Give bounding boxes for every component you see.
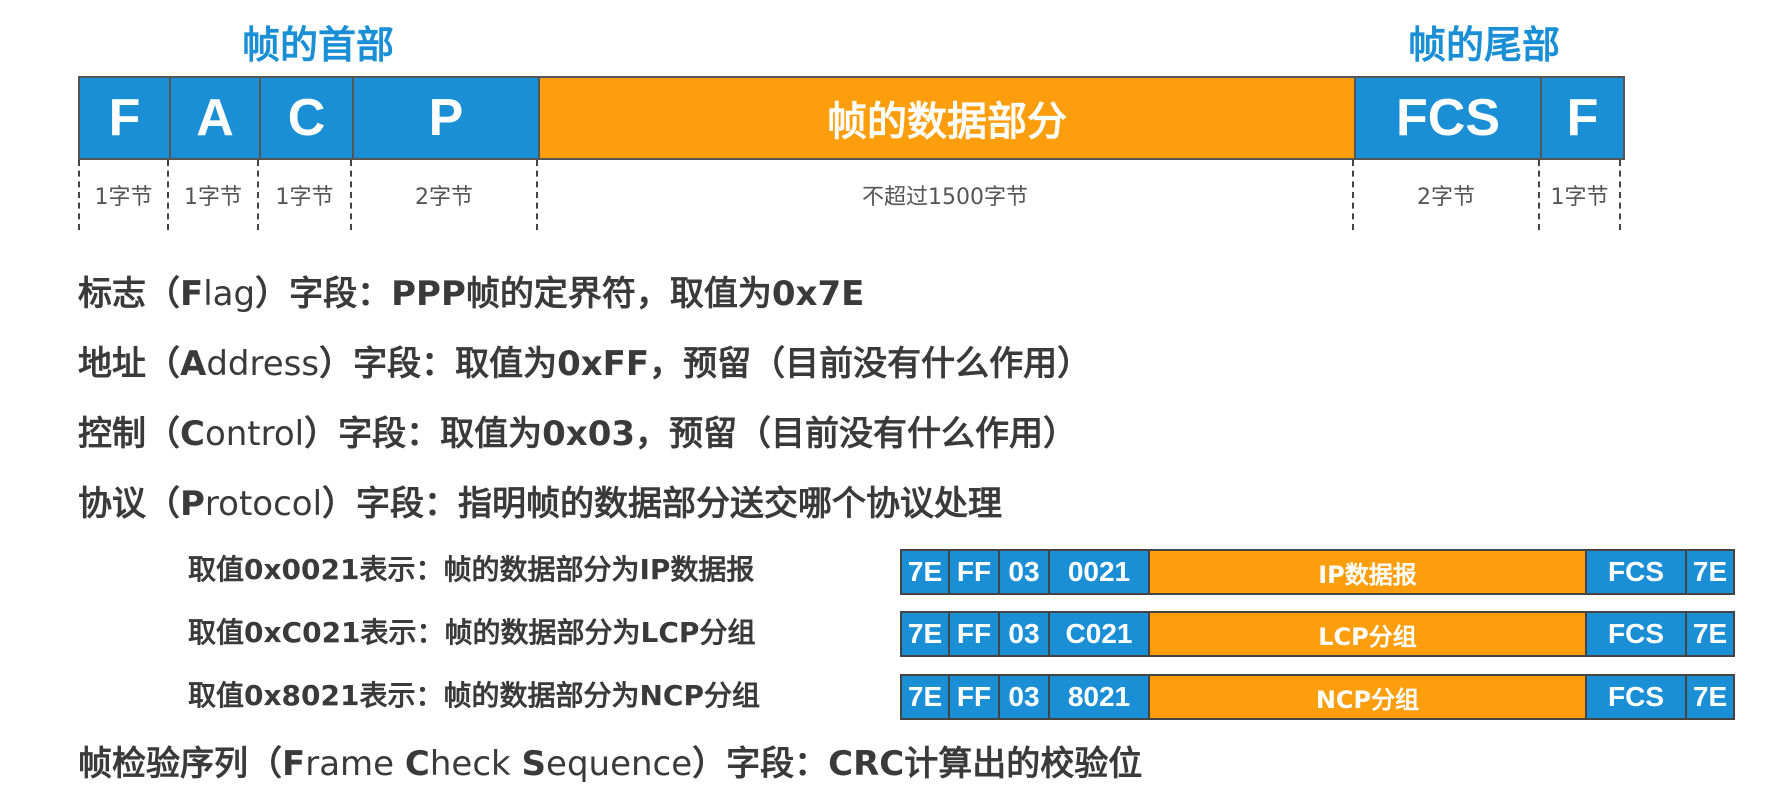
size-label-control: 1字节 xyxy=(259,160,352,230)
frame-tail-label: 帧的尾部 xyxy=(1407,23,1560,67)
protocol-value-lcp-text: 取值0xC021表示：帧的数据部分为LCP分组 xyxy=(188,616,756,649)
protocol-value-ip-text: 取值0x0021表示：帧的数据部分为IP数据报 xyxy=(188,553,755,586)
mini-cell: FF xyxy=(950,551,1000,593)
flag-desc-initial: F xyxy=(180,274,204,314)
size-label-fcs: 2字节 xyxy=(1354,160,1540,230)
frame-field-control: C xyxy=(261,78,354,158)
mini-cell: 7E xyxy=(1687,676,1733,718)
protocol-desc-suffix: ）字段：指明帧的数据部分送交哪个协议处理 xyxy=(322,484,1003,524)
mini-frame-ip: 7E FF 03 0021 IP数据报 FCS 7E xyxy=(900,549,1735,595)
frame-field-flag-start: F xyxy=(80,78,171,158)
frame-head-label: 帧的首部 xyxy=(241,23,394,67)
fcs-desc-w2-initial: C xyxy=(404,744,430,784)
fcs-desc-prefix: 帧检验序列（ xyxy=(78,744,282,784)
mini-cell-data: NCP分组 xyxy=(1150,676,1587,718)
protocol-desc-rest: rotocol xyxy=(204,484,323,524)
address-desc-initial: A xyxy=(180,344,207,384)
mini-cell: 7E xyxy=(1687,613,1733,655)
mini-cell: FF xyxy=(950,676,1000,718)
flag-desc-suffix: ）字段：PPP帧的定界符，取值为0x7E xyxy=(255,274,865,314)
mini-cell: C021 xyxy=(1050,613,1150,655)
mini-cell: 03 xyxy=(1000,676,1050,718)
protocol-desc-initial: P xyxy=(180,484,205,524)
mini-cell: 7E xyxy=(1687,551,1733,593)
flag-description: 标志（Flag）字段：PPP帧的定界符，取值为0x7E xyxy=(78,272,864,316)
control-desc-prefix: 控制（ xyxy=(78,414,180,454)
frame-field-protocol: P xyxy=(354,78,540,158)
fcs-desc-suffix: ）字段：CRC计算出的校验位 xyxy=(692,744,1143,784)
fcs-desc-w3-rest: equence xyxy=(546,744,693,784)
mini-frame-ncp: 7E FF 03 8021 NCP分组 FCS 7E xyxy=(900,674,1735,720)
protocol-desc-prefix: 协议（ xyxy=(78,484,180,524)
fcs-desc-w1-rest: rame xyxy=(305,744,405,784)
mini-cell: FCS xyxy=(1587,676,1687,718)
fcs-description: 帧检验序列（Frame Check Sequence）字段：CRC计算出的校验位 xyxy=(78,742,1142,786)
size-label-flag-end: 1字节 xyxy=(1540,160,1621,230)
fcs-desc-w3-initial: S xyxy=(521,744,547,784)
mini-cell-data: IP数据报 xyxy=(1150,551,1587,593)
fcs-desc-w1-initial: F xyxy=(282,744,306,784)
mini-cell: 8021 xyxy=(1050,676,1150,718)
frame-field-address: A xyxy=(171,78,261,158)
mini-cell: 7E xyxy=(902,551,950,593)
control-description: 控制（Control）字段：取值为0x03，预留（目前没有什么作用） xyxy=(78,412,1077,456)
frame-field-flag-end: F xyxy=(1542,78,1623,158)
size-label-protocol: 2字节 xyxy=(352,160,538,230)
flag-desc-prefix: 标志（ xyxy=(78,274,180,314)
frame-field-fcs: FCS xyxy=(1356,78,1542,158)
mini-cell: FCS xyxy=(1587,551,1687,593)
mini-cell-data: LCP分组 xyxy=(1150,613,1587,655)
mini-cell: 7E xyxy=(902,676,950,718)
protocol-value-ncp-text: 取值0x8021表示：帧的数据部分为NCP分组 xyxy=(188,679,760,712)
frame-field-data: 帧的数据部分 xyxy=(540,78,1356,158)
mini-cell: FCS xyxy=(1587,613,1687,655)
mini-cell: 03 xyxy=(1000,551,1050,593)
address-desc-rest: ddress xyxy=(206,344,320,384)
address-description: 地址（Address）字段：取值为0xFF，预留（目前没有什么作用） xyxy=(78,342,1091,386)
control-desc-suffix: ）字段：取值为0x03，预留（目前没有什么作用） xyxy=(304,414,1078,454)
mini-frame-lcp: 7E FF 03 C021 LCP分组 FCS 7E xyxy=(900,611,1735,657)
address-desc-prefix: 地址（ xyxy=(78,344,180,384)
mini-cell: 0021 xyxy=(1050,551,1150,593)
size-label-address: 1字节 xyxy=(169,160,259,230)
mini-cell: FF xyxy=(950,613,1000,655)
control-desc-initial: C xyxy=(180,414,205,454)
size-label-data: 不超过1500字节 xyxy=(538,160,1354,230)
protocol-description: 协议（Protocol）字段：指明帧的数据部分送交哪个协议处理 xyxy=(78,482,1002,526)
ppp-frame: F A C P 帧的数据部分 FCS F xyxy=(78,76,1625,160)
mini-cell: 03 xyxy=(1000,613,1050,655)
control-desc-rest: ontrol xyxy=(204,414,305,454)
size-label-flag-start: 1字节 xyxy=(78,160,169,230)
fcs-desc-w2-rest: heck xyxy=(429,744,522,784)
frame-size-row: 1字节 1字节 1字节 2字节 不超过1500字节 2字节 1字节 xyxy=(78,160,1625,230)
mini-cell: 7E xyxy=(902,613,950,655)
address-desc-suffix: ）字段：取值为0xFF，预留（目前没有什么作用） xyxy=(319,344,1092,384)
flag-desc-rest: lag xyxy=(203,274,256,314)
